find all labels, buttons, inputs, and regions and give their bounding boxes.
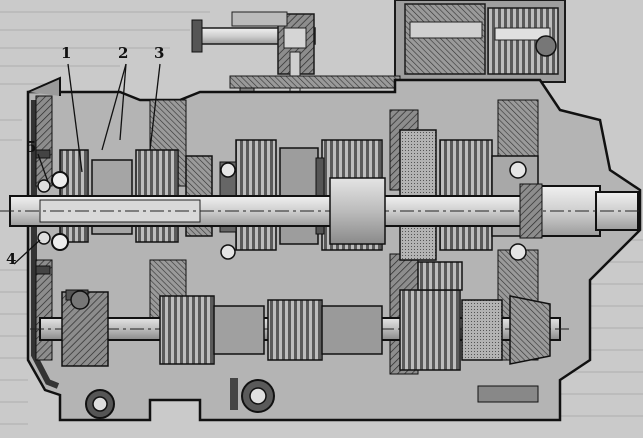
leader-lines — [13, 63, 161, 265]
bearings — [37, 161, 527, 261]
callout-label-4: 4 — [6, 250, 17, 268]
main-shaft — [0, 177, 643, 245]
callout-label-5: 5 — [26, 138, 37, 156]
leader-line-5 — [37, 153, 49, 183]
leader-line-3 — [149, 63, 161, 151]
leader-line-1 — [67, 63, 83, 173]
leader-line-2 — [119, 63, 127, 141]
callout-label-2: 2 — [118, 44, 129, 62]
left-cover-bolts — [35, 149, 90, 310]
leader-line-2b — [101, 63, 127, 151]
callout-label-1: 1 — [61, 44, 72, 62]
drain-plug — [85, 378, 539, 419]
top-right-housing — [394, 0, 566, 83]
callout-label-3: 3 — [154, 44, 165, 62]
leader-line-4 — [13, 239, 41, 265]
countershaft — [30, 261, 570, 371]
